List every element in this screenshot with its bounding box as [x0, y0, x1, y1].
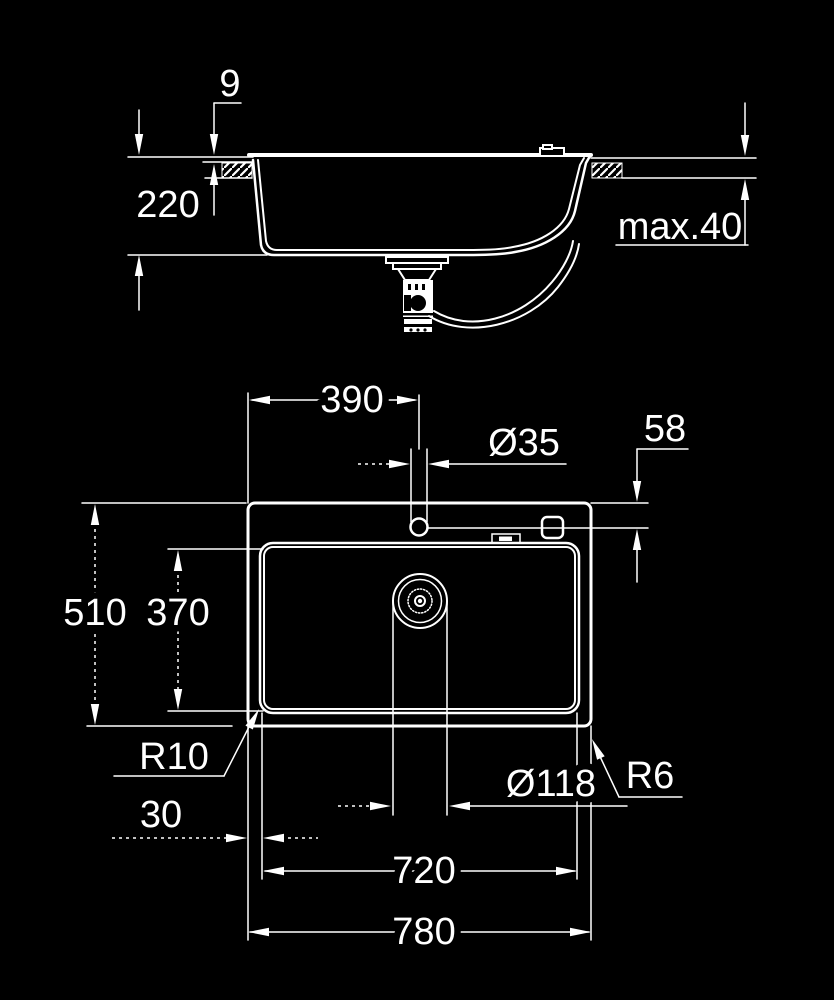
- dim-total-depth: 510: [57, 502, 247, 727]
- dim-label-outer-corner-radius: R6: [626, 755, 675, 797]
- dim-label-rim-offset: 30: [140, 794, 182, 836]
- dim-rim-offset: 30: [112, 788, 318, 843]
- strainer-center-dot: [417, 598, 423, 604]
- drain-detail-port: [410, 295, 426, 311]
- front-section-view: 9 220 max.40: [127, 57, 757, 332]
- drain-detail-tick: [422, 284, 425, 290]
- dim-rim-height: 9: [209, 57, 247, 216]
- bowl-bottom-edge: [263, 546, 576, 710]
- drain-detail-tick: [408, 284, 411, 290]
- drain-thread-dot: [409, 328, 413, 332]
- dim-inner-corner-radius: R10: [113, 707, 263, 785]
- dim-label-bowl-depth: 220: [136, 184, 199, 226]
- dim-label-bowl-inner-width: 720: [392, 850, 455, 892]
- dim-bowl-depth: 220: [127, 109, 268, 311]
- bowl-section-outer-wall: [251, 154, 592, 257]
- drain-detail-clamp: [404, 295, 411, 311]
- tap-hole: [409, 517, 429, 537]
- dim-bowl-inner-width: 720: [263, 844, 577, 899]
- rim-tab-notch: [542, 144, 553, 150]
- dim-total-width: 780: [248, 905, 591, 960]
- drain-thread-dot: [423, 328, 427, 332]
- overflow-slot: [491, 533, 521, 544]
- overflow-slot-cover: [499, 536, 512, 541]
- sink-outer-edge: [246, 501, 593, 728]
- drain-detail-line: [403, 313, 433, 316]
- drain-detail-tick: [415, 284, 418, 290]
- dim-tap-from-left: 390: [249, 373, 418, 428]
- dim-label-tap-from-back: 58: [644, 408, 686, 450]
- dim-label-inner-corner-radius: R10: [139, 736, 209, 778]
- dim-drain-diameter: Ø118: [338, 757, 628, 812]
- dim-bowl-inner-depth: 370: [140, 548, 264, 712]
- dim-outer-corner-radius: R6: [588, 737, 683, 804]
- dim-label-total-width: 780: [392, 911, 455, 953]
- dim-label-tap-hole-diameter: Ø35: [488, 422, 560, 464]
- dim-label-tap-from-left: 390: [320, 379, 383, 421]
- top-plan-view: 390 Ø35 58 510: [57, 373, 693, 960]
- drain-taper: [396, 268, 438, 281]
- drain-thread-line: [404, 324, 432, 327]
- counter-hatch-right: [591, 162, 623, 179]
- overflow-square: [540, 515, 565, 540]
- dim-label-drain-diameter: Ø118: [506, 763, 596, 805]
- dim-tap-hole-diameter: Ø35: [358, 416, 567, 471]
- strainer-slots: [407, 588, 433, 614]
- drain-thread-dot: [416, 328, 420, 332]
- drain-assembly-section: [385, 240, 580, 332]
- overflow-hose-inner: [428, 243, 580, 329]
- bowl-section-inner-wall: [257, 157, 585, 251]
- dim-tap-from-back: 58: [632, 402, 693, 583]
- dim-label-total-depth: 510: [63, 592, 126, 634]
- dim-label-rim-height: 9: [219, 63, 240, 105]
- dim-label-bowl-inner-depth: 370: [146, 592, 209, 634]
- overflow-hose-outer: [433, 240, 574, 323]
- counter-hatch-left: [221, 162, 253, 179]
- dim-label-counter-thickness: max.40: [618, 206, 743, 248]
- bowl-top-edge: [258, 541, 581, 715]
- dim-counter-thickness: max.40: [611, 102, 750, 255]
- drain-strainer: [392, 573, 448, 629]
